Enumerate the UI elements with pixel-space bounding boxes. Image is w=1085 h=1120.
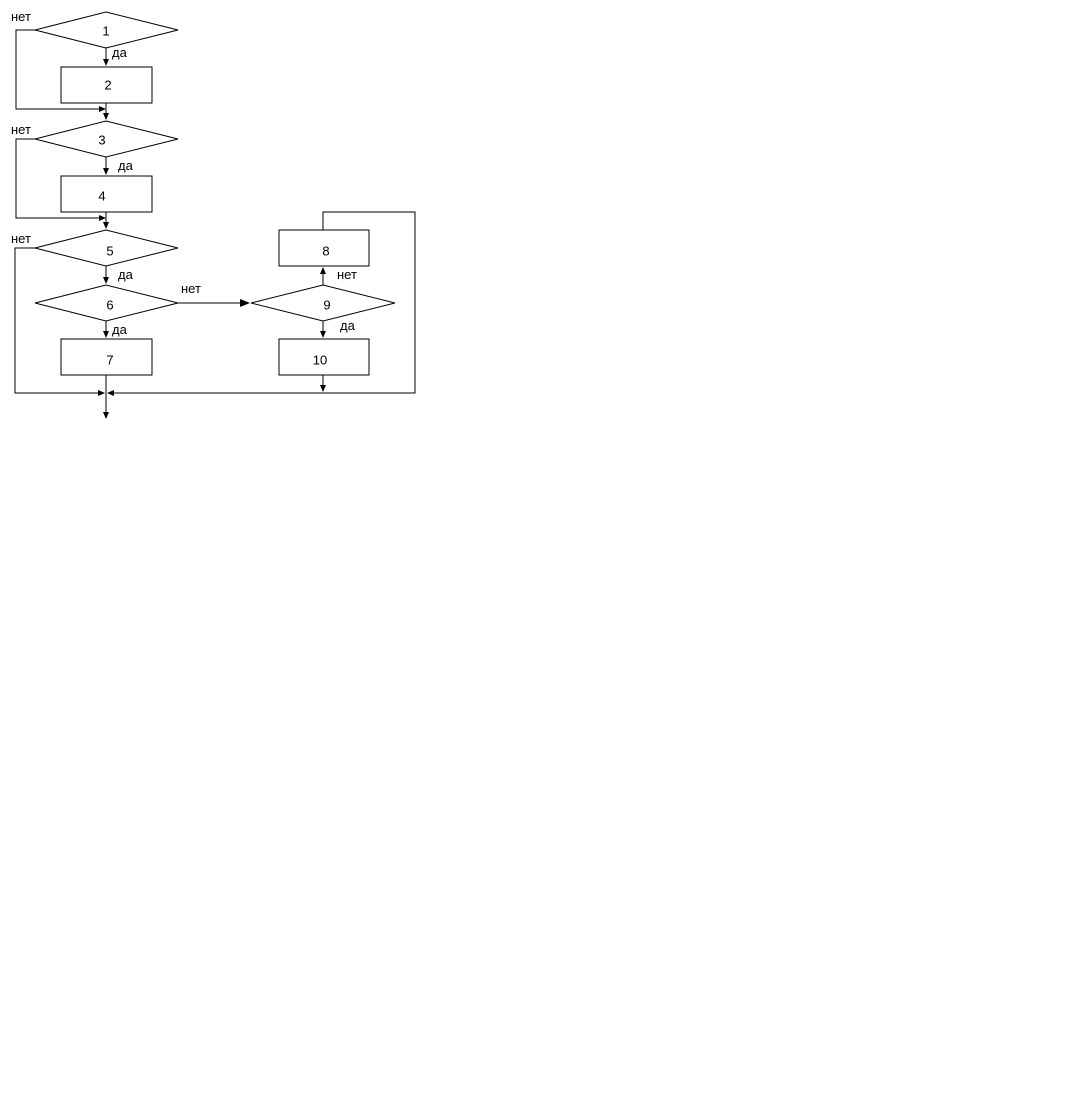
decision-node-3 [34,120,179,158]
edge-9-to-8 [320,267,326,285]
edge-5-to-exit [14,247,105,396]
edge-label-5-to-exit: нет [11,231,31,246]
edge-label-9-to-10: да [340,318,356,333]
node-label-5: 5 [106,244,113,259]
edge-label-6-to-7: да [112,322,128,337]
node-label-4: 4 [98,189,105,204]
node-label-3: 3 [98,133,105,148]
edge-3-to-5 [15,138,106,221]
edge-5-to-6 [103,266,109,284]
edge-label-9-to-8: нет [337,267,357,282]
node-label-8: 8 [322,244,329,259]
edge-label-6-to-9: нет [181,281,201,296]
edge-3-to-4 [103,157,109,175]
node-label-1: 1 [102,24,109,39]
node-label-10: 10 [313,353,327,368]
decision-node-1 [34,11,179,49]
process-node-4 [60,175,153,213]
decision-node-5 [34,229,179,267]
node-label-6: 6 [106,298,113,313]
edge-10-to-exit [320,375,326,392]
edge-6-to-7 [103,321,109,338]
edge-label-3-to-5: нет [11,122,31,137]
edge-4-to-5 [103,212,109,229]
process-node-10 [278,338,370,376]
decision-node-9 [250,284,396,322]
process-node-7 [60,338,153,376]
process-node-8 [278,229,370,267]
edge-6-to-9 [178,299,250,307]
edge-8-to-exit [107,211,416,396]
edge-1-to-2 [103,48,109,66]
edge-label-5-to-6: да [118,267,134,282]
edge-7-to-exit [103,375,109,419]
edge-label-1-to-2: да [112,45,128,60]
edge-9-to-10 [320,321,326,338]
edge-2-to-3 [103,103,109,120]
node-label-9: 9 [323,298,330,313]
node-label-2: 2 [104,78,111,93]
node-label-7: 7 [106,353,113,368]
edge-1-to-3 [15,29,106,112]
process-node-2 [60,66,153,104]
edge-label-3-to-4: да [118,158,134,173]
edge-label-1-to-3: нет [11,9,31,24]
